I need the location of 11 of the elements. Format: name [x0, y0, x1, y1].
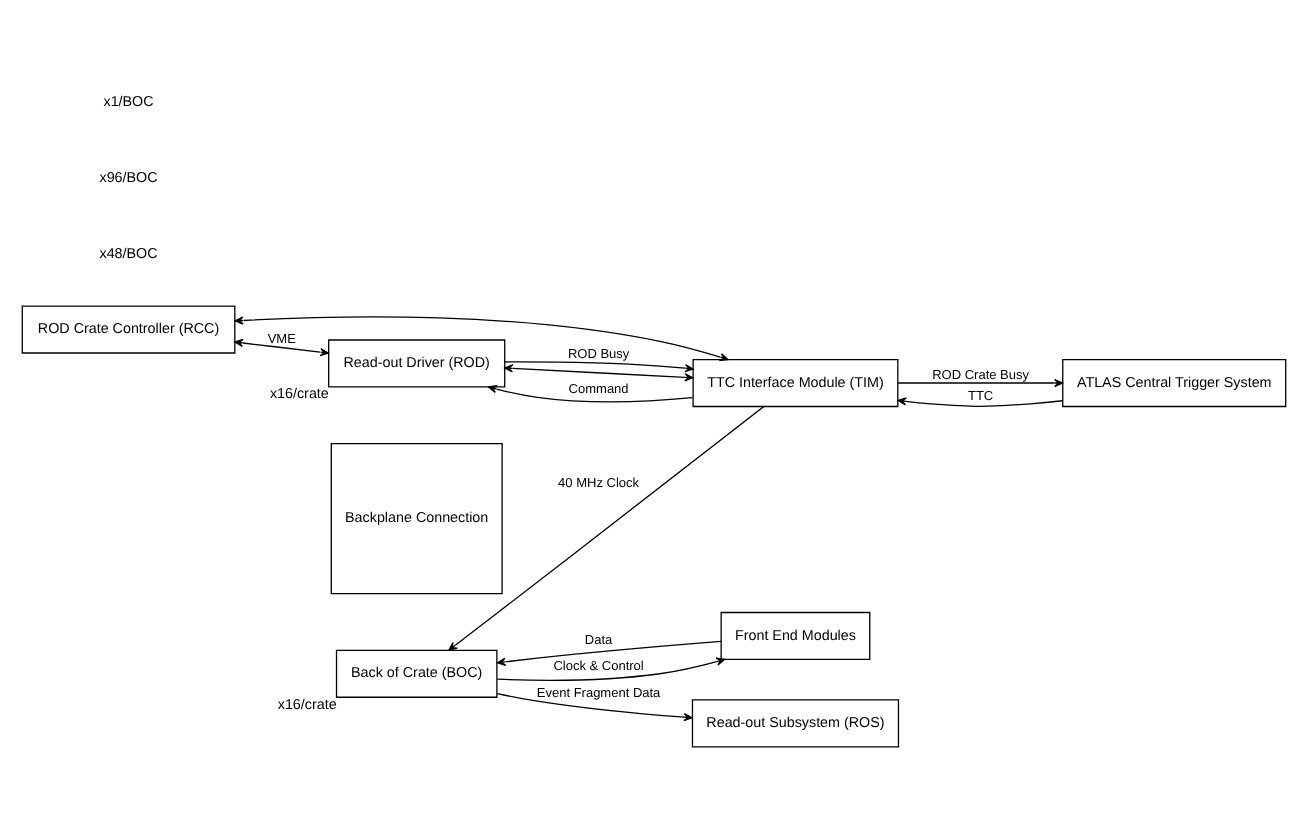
arrow — [234, 337, 329, 356]
arrow — [897, 396, 1064, 406]
arrow — [487, 383, 694, 402]
arrow — [448, 405, 765, 650]
arrow — [496, 656, 726, 680]
arrow — [496, 639, 722, 665]
arrow — [897, 377, 1064, 387]
arrow — [496, 691, 693, 721]
arrow — [504, 363, 694, 381]
arrow — [504, 360, 694, 372]
arrow — [234, 315, 729, 361]
